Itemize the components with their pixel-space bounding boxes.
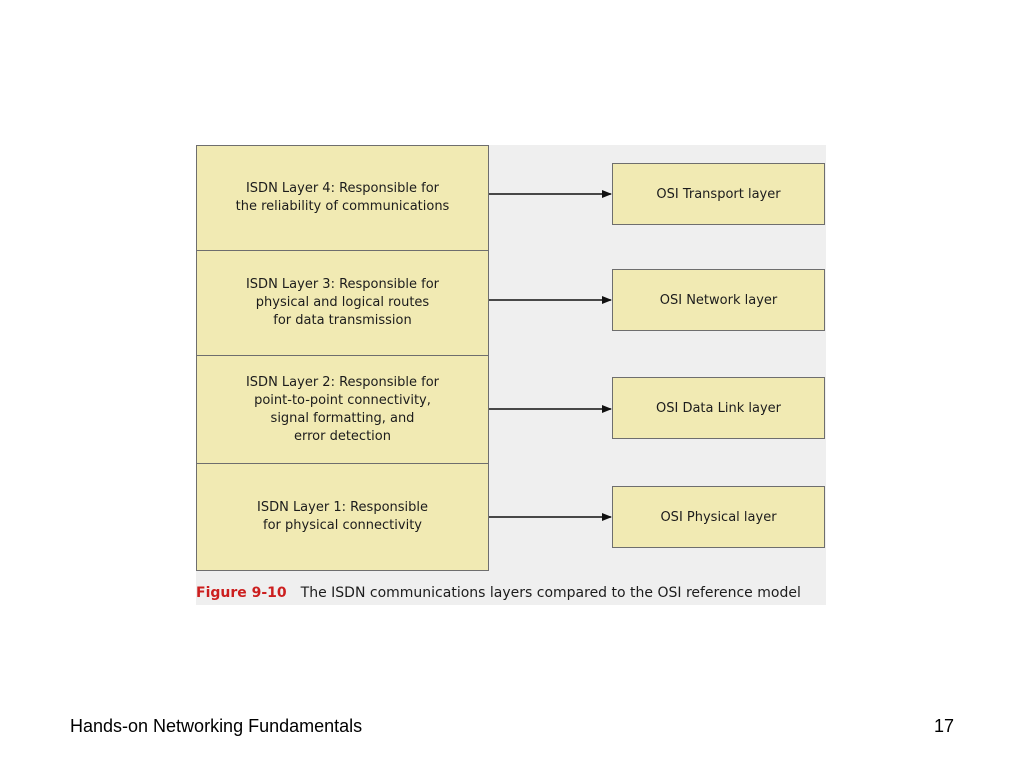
page-number: 17 <box>933 716 954 736</box>
figure-caption-text: The ISDN communications layers compared … <box>300 585 801 601</box>
isdn-layer-1-box: ISDN Layer 1: Responsible for physical c… <box>196 463 489 571</box>
osi-data-link-layer-box: OSI Data Link layer <box>612 377 825 439</box>
isdn-osi-figure: ISDN Layer 4: Responsible for the reliab… <box>196 145 826 605</box>
osi-physical-layer-box: OSI Physical layer <box>612 486 825 548</box>
mapping-arrows <box>489 190 612 521</box>
figure-caption: Figure 9-10 The ISDN communications layer… <box>196 585 801 601</box>
footer-title: Hands-on Networking Fundamentals <box>70 716 363 736</box>
figure-caption-label: Figure 9-10 <box>196 585 287 601</box>
isdn-layer-3-box: ISDN Layer 3: Responsible for physical a… <box>196 250 489 356</box>
osi-transport-layer-box: OSI Transport layer <box>612 163 825 225</box>
osi-network-layer-box: OSI Network layer <box>612 269 825 331</box>
isdn-layer-4-box: ISDN Layer 4: Responsible for the reliab… <box>196 145 489 251</box>
